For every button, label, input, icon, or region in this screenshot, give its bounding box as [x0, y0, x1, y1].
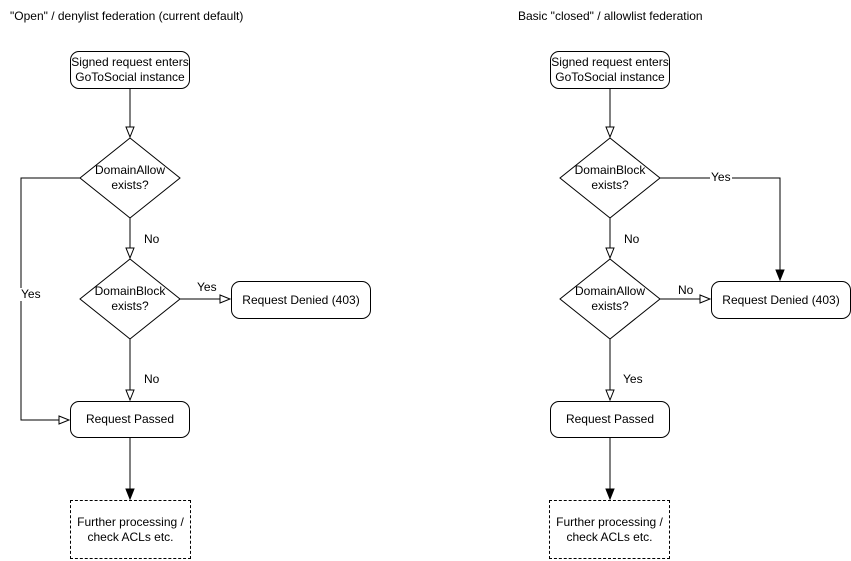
edge-label-right-decision2-no: No: [677, 283, 695, 297]
node-left-start: Signed request enters GoToSocial instanc…: [70, 51, 190, 89]
diagram-title-open-denylist: "Open" / denylist federation (current de…: [10, 9, 244, 23]
edge-label-left-decision2-yes: Yes: [196, 280, 218, 294]
edge-label-right-decision1-no: No: [623, 232, 641, 246]
edge-label-right-decision1-yes: Yes: [710, 170, 732, 184]
decision-diamond-right-domainblock: [559, 137, 661, 219]
node-left-request-denied: Request Denied (403): [231, 281, 371, 319]
node-right-start: Signed request enters GoToSocial instanc…: [550, 51, 670, 89]
node-left-further-processing: Further processing / check ACLs etc.: [70, 500, 191, 559]
diagram-title-closed-allowlist: Basic "closed" / allowlist federation: [518, 9, 703, 23]
edge-label-left-decision2-no: No: [143, 372, 161, 386]
decision-diamond-left-domainallow: [79, 137, 181, 219]
decision-diamond-right-domainallow: [559, 258, 661, 340]
node-right-request-passed: Request Passed: [550, 401, 670, 438]
edge-label-left-decision1-no: No: [143, 232, 161, 246]
edge-label-left-decision1-yes: Yes: [20, 287, 42, 301]
decision-diamond-left-domainblock: [79, 258, 181, 340]
node-left-request-passed: Request Passed: [70, 401, 190, 438]
edge-label-right-decision2-yes: Yes: [622, 372, 644, 386]
node-right-further-processing: Further processing / check ACLs etc.: [549, 500, 670, 559]
edge-right-decision1-yes-to-denied: [660, 177, 780, 280]
node-right-request-denied: Request Denied (403): [711, 281, 851, 319]
